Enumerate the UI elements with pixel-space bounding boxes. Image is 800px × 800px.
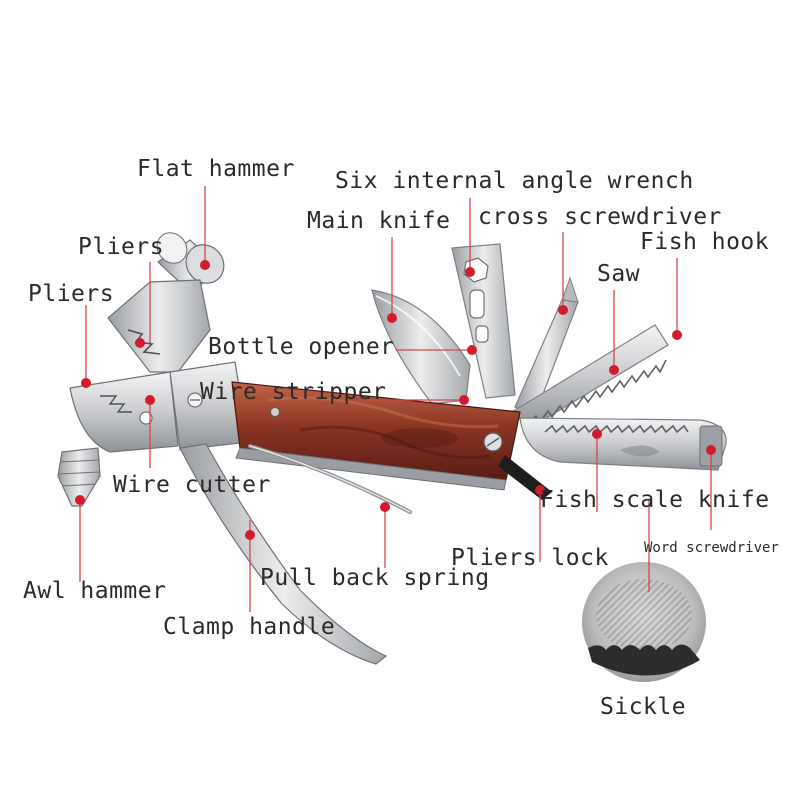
awl-hammer-tip — [57, 447, 101, 507]
sickle-inset — [582, 562, 706, 682]
label-six-internal-angle-wrench: Six internal angle wrench — [335, 168, 694, 194]
flat-hammer-head — [156, 232, 225, 293]
label-pull-back-spring: Pull back spring — [260, 565, 490, 591]
label-pliers-lock: Pliers lock — [451, 545, 609, 571]
label-sickle: Sickle — [600, 694, 687, 720]
fish-scale-knife-blade — [519, 417, 727, 471]
label-pliers-top: Pliers — [78, 234, 165, 260]
label-wire-cutter: Wire cutter — [113, 472, 271, 498]
saw-teeth — [527, 359, 667, 425]
label-pliers-left: Pliers — [28, 281, 115, 307]
label-main-knife: Main knife — [307, 208, 451, 234]
label-saw: Saw — [597, 261, 641, 287]
label-word-screwdriver: Word screwdriver — [644, 540, 779, 556]
pliers-upper-jaw — [107, 279, 211, 373]
label-fish-hook: Fish hook — [640, 229, 770, 255]
label-fish-scale-knife: Fish scale knife — [540, 487, 770, 513]
label-awl-hammer: Awl hammer — [23, 578, 167, 604]
label-flat-hammer: Flat hammer — [137, 156, 295, 182]
label-cross-screwdriver: cross screwdriver — [478, 204, 722, 230]
label-clamp-handle: Clamp handle — [163, 614, 336, 640]
label-wire-stripper: Wire stripper — [200, 379, 387, 405]
leader-dots — [75, 260, 716, 540]
label-bottle-opener: Bottle opener — [208, 334, 395, 360]
clamp-handle — [179, 443, 388, 665]
